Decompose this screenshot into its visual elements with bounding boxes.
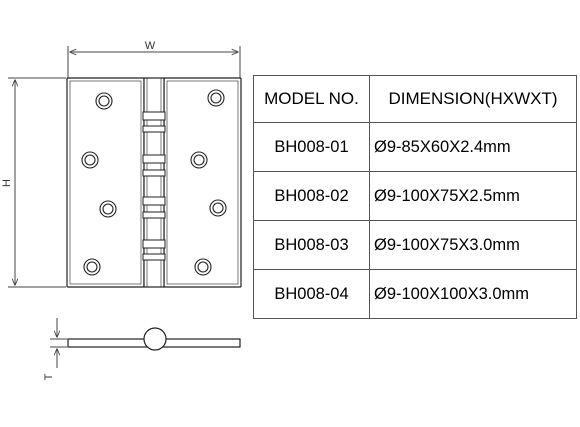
height-label: H: [1, 179, 13, 187]
table-row: BH008-02 Ø9-100X75X2.5mm: [253, 171, 577, 221]
hinge-pin-circle: [143, 327, 167, 351]
thickness-dimension: [50, 318, 67, 368]
dimension-cell: Ø9-100X100X3.0mm: [369, 269, 577, 319]
height-dimension: [8, 77, 66, 288]
model-cell: BH008-02: [253, 171, 370, 221]
knuckle-segments: [142, 111, 166, 261]
screw-hole: [83, 258, 101, 276]
model-cell: BH008-03: [253, 220, 370, 270]
screw-hole: [99, 200, 117, 218]
screw-hole: [95, 92, 113, 110]
column-header-model: MODEL NO.: [253, 75, 370, 123]
table-row: BH008-01 Ø9-85X60X2.4mm: [253, 122, 577, 172]
column-header-dimension: DIMENSION(HXWXT): [369, 75, 577, 123]
table-row: BH008-04 Ø9-100X100X3.0mm: [253, 269, 577, 319]
dimension-cell: Ø9-100X75X3.0mm: [369, 220, 577, 270]
thickness-label: T: [43, 373, 55, 380]
screw-hole: [207, 89, 225, 107]
width-dimension: [67, 46, 241, 80]
table-header-row: MODEL NO. DIMENSION(HXWXT): [253, 75, 577, 123]
table-row: BH008-03 Ø9-100X75X3.0mm: [253, 220, 577, 270]
dimension-table: MODEL NO. DIMENSION(HXWXT) BH008-01 Ø9-8…: [253, 75, 577, 319]
dimension-cell: Ø9-100X75X2.5mm: [369, 171, 577, 221]
screw-hole: [81, 151, 99, 169]
width-label: W: [145, 40, 156, 52]
hinge-side-view: [67, 327, 241, 351]
model-cell: BH008-01: [253, 122, 370, 172]
screw-holes: [81, 89, 227, 276]
screw-hole: [194, 258, 212, 276]
screw-hole: [209, 199, 227, 217]
hinge-front-view: [66, 77, 242, 288]
model-cell: BH008-04: [253, 269, 370, 319]
screw-hole: [190, 151, 208, 169]
dimension-cell: Ø9-85X60X2.4mm: [369, 122, 577, 172]
hinge-leaf-right: [163, 77, 242, 288]
